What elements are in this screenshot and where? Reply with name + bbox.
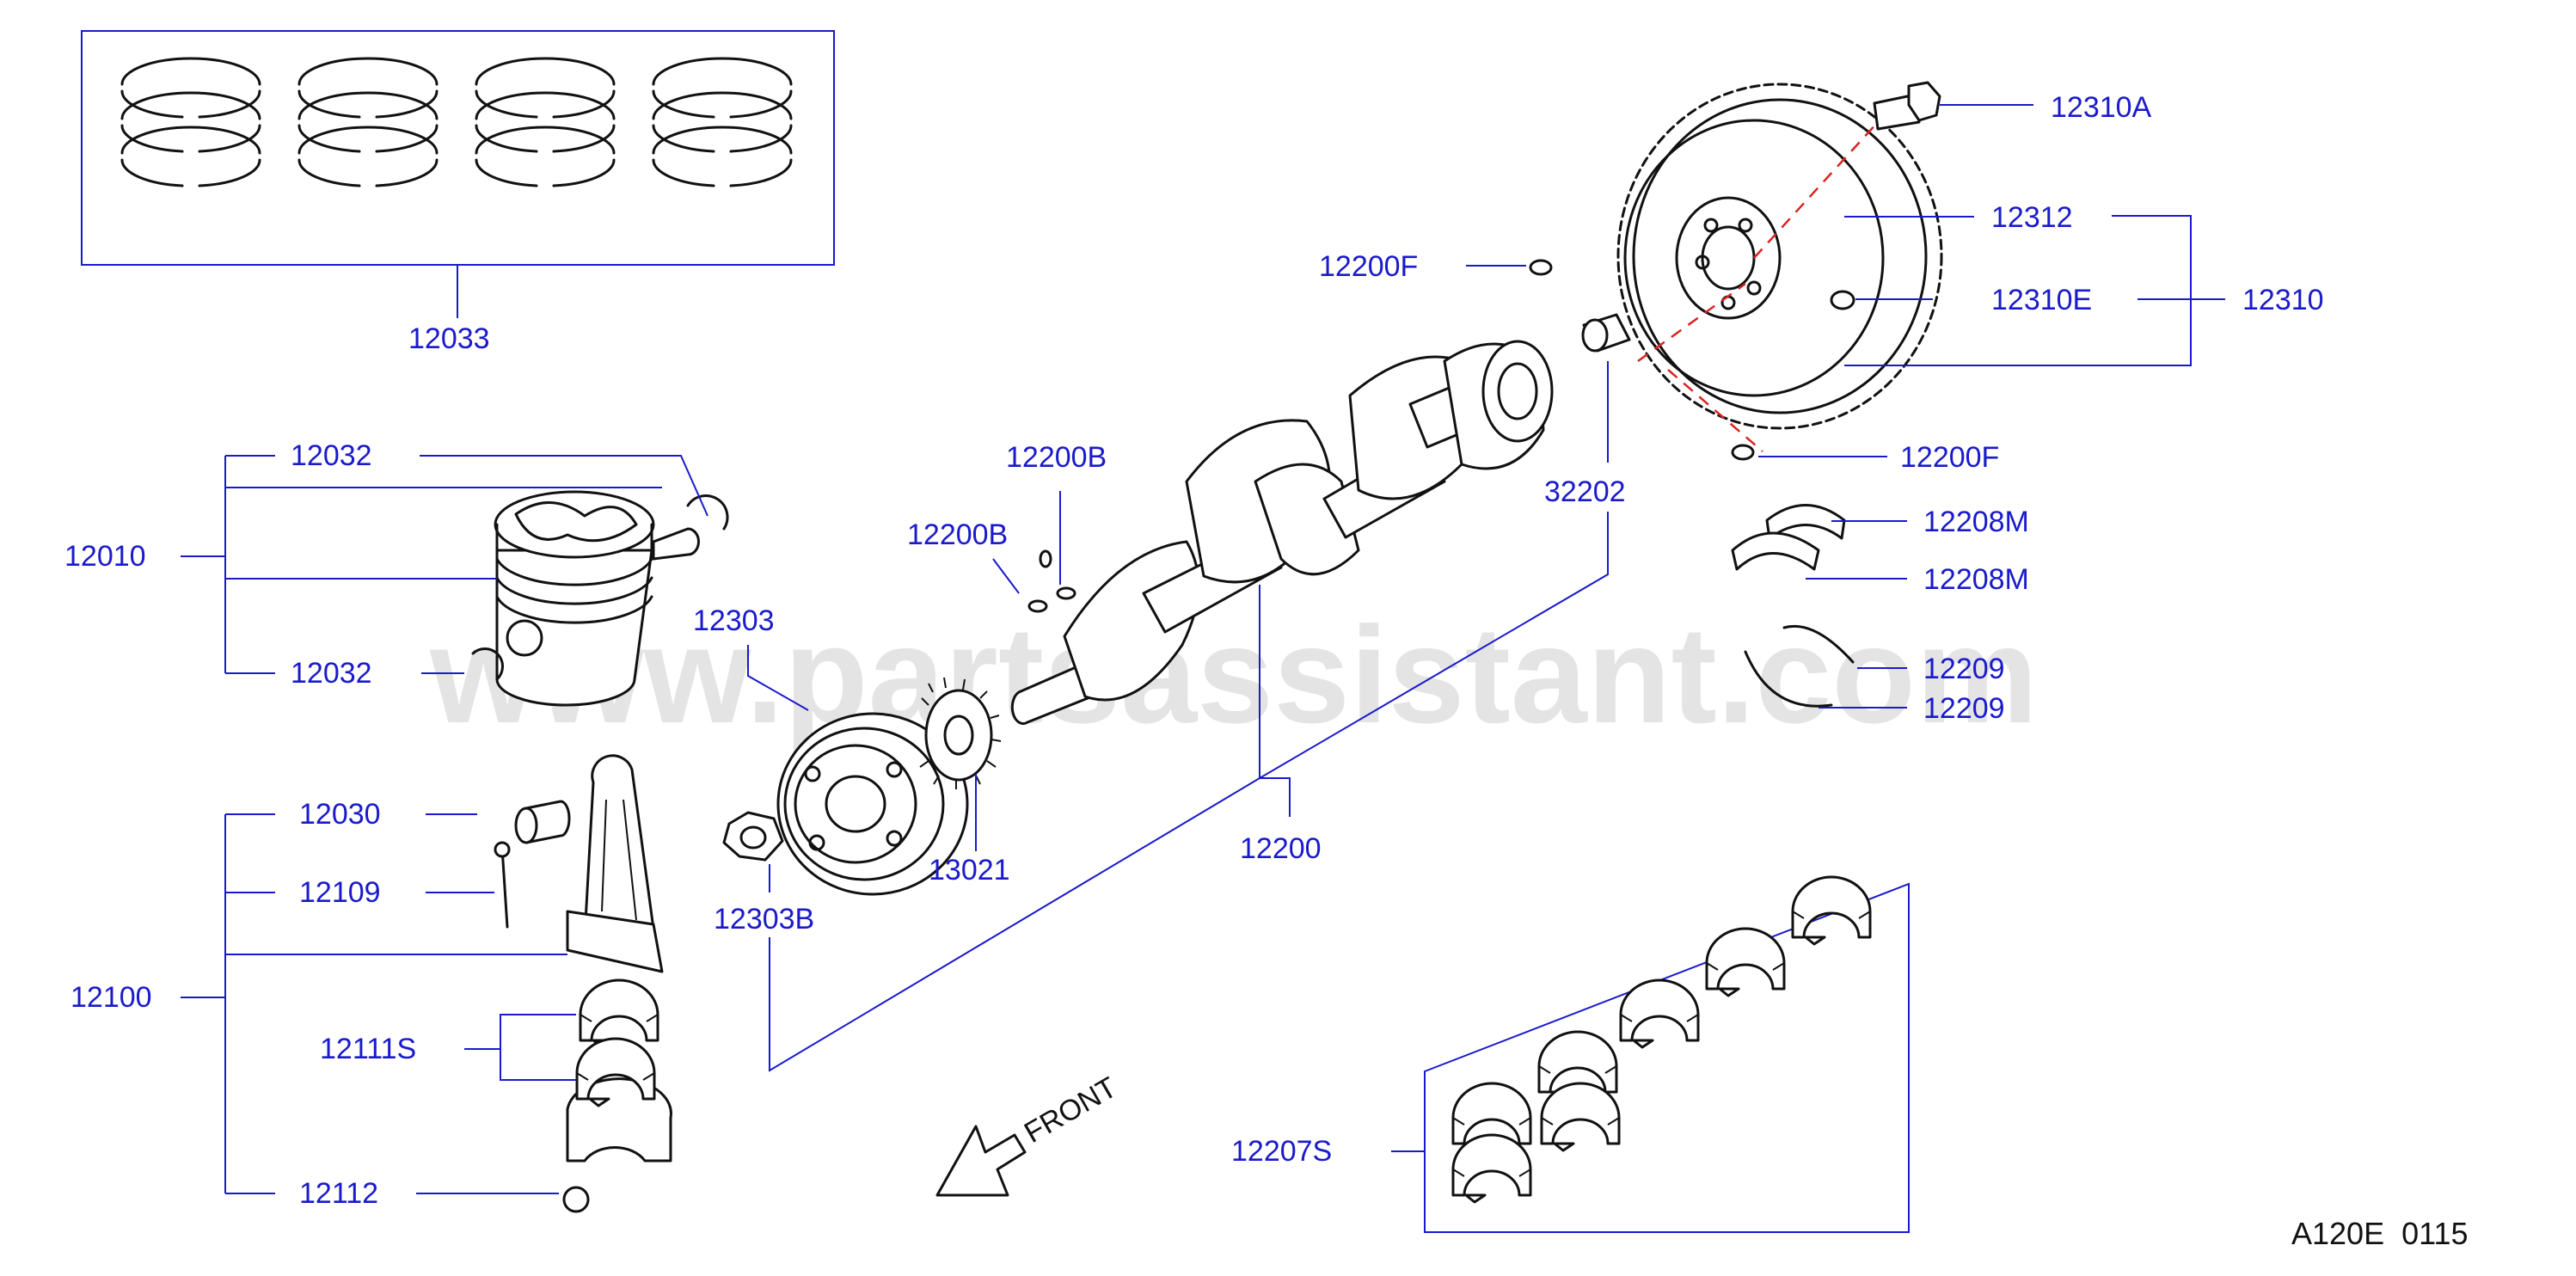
part-number-12200b-lower[interactable]: 12200B [907, 518, 1008, 551]
piston-ring-set [120, 57, 793, 187]
piston-illustration [494, 490, 700, 707]
part-number-12310[interactable]: 12310 [2242, 284, 2324, 316]
diagram-code: A120E 0115 [2291, 1216, 2469, 1251]
part-number-12208m-lower[interactable]: 12208M [1923, 563, 2029, 596]
thrust-ring-upper [1782, 624, 1855, 664]
part-number-12312[interactable]: 12312 [1991, 201, 2073, 234]
ring-set-frame [81, 30, 835, 266]
part-number-12010[interactable]: 12010 [64, 540, 146, 573]
part-number-12207s[interactable]: 12207S [1231, 1135, 1332, 1168]
part-number-12032-bottom[interactable]: 12032 [291, 657, 372, 690]
part-number-12200f-top[interactable]: 12200F [1319, 250, 1418, 283]
dowel-pin-bottom-icon [1731, 444, 1755, 461]
part-number-12111s[interactable]: 12111S [320, 1033, 416, 1065]
main-bearing-frame [1424, 882, 1910, 1233]
snap-ring-bottom [471, 647, 504, 681]
connecting-rod-illustration [494, 754, 672, 1213]
flywheel-illustration [1616, 83, 1943, 430]
crank-gear-illustration [919, 677, 1002, 789]
part-number-12209-upper[interactable]: 12209 [1923, 653, 2005, 685]
part-number-12200b-upper[interactable]: 12200B [1006, 441, 1107, 474]
thrust-washer-lower [1731, 531, 1820, 571]
pilot-bushing-illustration [1581, 313, 1631, 353]
part-number-12030[interactable]: 12030 [299, 798, 381, 831]
watermark: www.partsassistant.com [429, 598, 2038, 751]
part-number-12303[interactable]: 12303 [693, 604, 775, 637]
part-number-12200[interactable]: 12200 [1240, 832, 1322, 865]
part-number-12100[interactable]: 12100 [71, 981, 152, 1014]
part-number-12209-lower[interactable]: 12209 [1923, 692, 2005, 725]
ring-dowel-icon [1830, 290, 1855, 310]
thrust-washer-upper [1765, 504, 1846, 540]
thrust-ring-lower [1744, 650, 1833, 708]
front-label: FRONT [1019, 1070, 1122, 1149]
part-number-12032-top[interactable]: 12032 [291, 439, 372, 472]
main-bearing-set [1451, 875, 1872, 1204]
part-number-12109[interactable]: 12109 [299, 876, 381, 909]
flywheel-bolt-illustration [1873, 81, 1941, 131]
part-number-12208m-upper[interactable]: 12208M [1923, 506, 2029, 538]
part-number-12310e[interactable]: 12310E [1991, 284, 2092, 316]
crank-pulley-illustration [776, 712, 969, 896]
part-number-12310a[interactable]: 12310A [2051, 91, 2152, 124]
dowel-pin-top-icon [1529, 259, 1553, 276]
part-number-13021[interactable]: 13021 [929, 854, 1010, 886]
pulley-nut-illustration [722, 811, 784, 862]
snap-ring-top [686, 494, 729, 531]
part-number-12200f-bottom[interactable]: 12200F [1900, 441, 1999, 474]
part-number-12112[interactable]: 12112 [299, 1177, 378, 1210]
part-number-12033[interactable]: 12033 [408, 322, 490, 355]
part-number-12303b[interactable]: 12303B [714, 903, 814, 936]
part-number-32202[interactable]: 32202 [1544, 475, 1626, 508]
crankshaft-illustration [1010, 340, 1554, 726]
front-direction-arrow [935, 1125, 1027, 1197]
